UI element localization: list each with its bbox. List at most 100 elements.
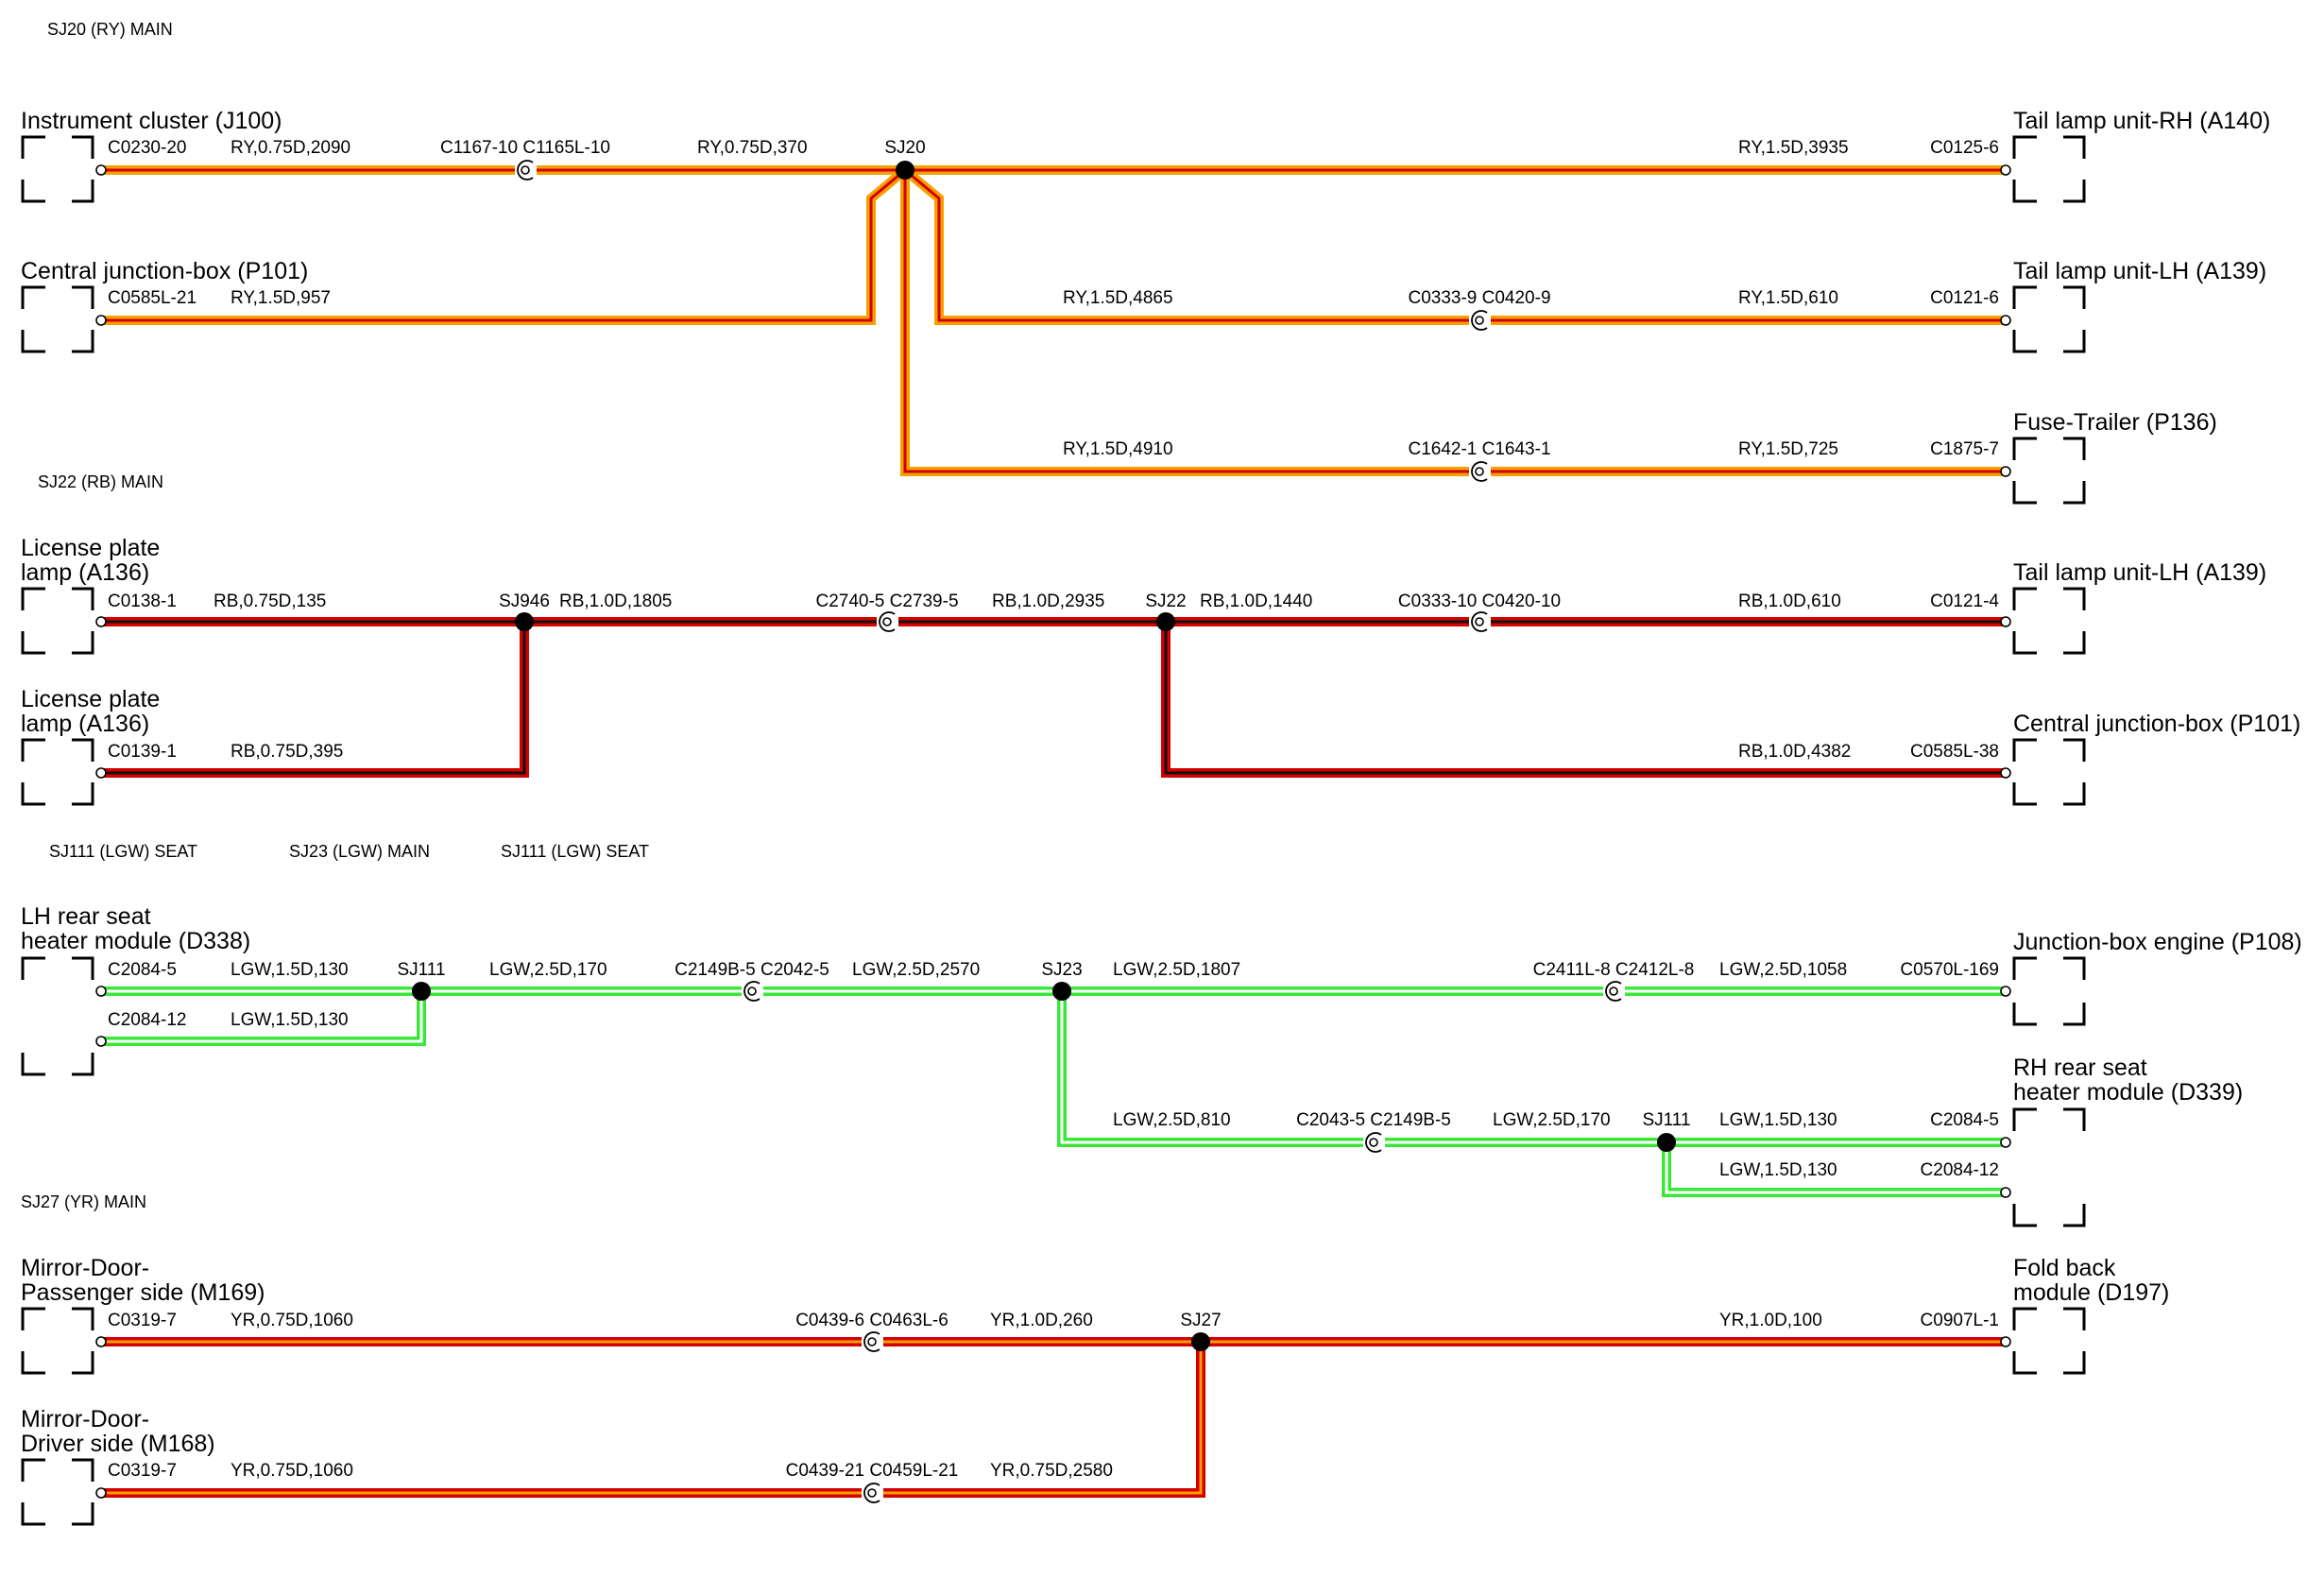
connector-pin-label: C0319-7 [108,1311,177,1330]
connector-pin-label: C0333-10 C0420-10 [1398,592,1561,611]
connector-pin-label: C0121-6 [1930,288,1999,308]
wire-spec-label: RB,1.0D,2935 [992,592,1104,611]
wire-core-stripe [904,168,1469,322]
connector-pin-label: C1642-1 C1643-1 [1408,439,1550,459]
wire-spec-label: LGW,1.5D,130 [231,960,349,980]
wire-spec-label: RB,0.75D,135 [214,592,326,611]
connector-pin-label: C2084-12 [108,1010,186,1030]
connector-pin-label: C2084-12 [1921,1160,1999,1180]
wire-RB,1.0D,4382 [1161,622,2003,778]
connector-pin-label: C0907L-1 [1921,1311,1999,1330]
connector-pin-label: C0139-1 [108,742,177,762]
wire-core-stripe [1060,991,1363,1144]
component-bracket-icon [21,285,107,353]
connector-pin-label: C2084-5 [1930,1110,1999,1130]
connector-pin-label: C0570L-169 [1900,960,1999,980]
component-label: Central junction-box (P101) [2013,711,2300,737]
wire-spec-label: LGW,1.5D,130 [1719,1110,1837,1130]
section-label-ry: SJ20 (RY) MAIN [47,20,173,39]
component-label: Junction-box engine (P108) [2013,929,2302,955]
section-label-yr: SJ27 (YR) MAIN [21,1192,146,1211]
wire-spec-label: RY,1.5D,4865 [1063,288,1173,308]
component-bracket-icon [2000,135,2086,203]
wire-core-stripe [1164,622,2003,775]
splice-dot-SJ23 [1052,982,1071,1001]
wire-spec-label: YR,1.0D,260 [990,1311,1093,1330]
connector-pin-label: C2084-5 [108,960,177,980]
connector-pin-label: C2740-5 C2739-5 [815,592,958,611]
wire-RY,1.5D,4865 [901,166,1469,325]
wire-spec-label: RY,1.5D,4910 [1063,439,1173,459]
component-bracket-icon [2000,587,2086,655]
wire-spec-label: LGW,2.5D,1058 [1719,960,1847,980]
wire-spec-label: LGW,2.5D,1807 [1113,960,1240,980]
connector-pin-label: C2411L-8 C2412L-8 [1533,960,1695,980]
wire-core-stripe [104,168,906,322]
connector-pin-label: C0439-21 C0459L-21 [786,1461,959,1481]
splice-dot-SJ20 [896,161,914,180]
splice-label: SJ27 [1180,1311,1221,1330]
wire-spec-label: RY,1.5D,610 [1738,288,1838,308]
connector-pin-label: C1875-7 [1930,439,1999,459]
splice-dot-SJ27 [1191,1332,1210,1351]
wire-spec-label: LGW,2.5D,170 [489,960,607,980]
component-bracket-icon [2000,738,2086,806]
wire-spec-label: LGW,2.5D,170 [1493,1110,1611,1130]
wires-layer [104,165,2003,1498]
inline-connectors [517,160,1622,1503]
component-bracket-icon [2000,437,2086,505]
splices [412,161,1676,1351]
connector-pin-label: C2043-5 C2149B-5 [1296,1110,1451,1130]
component-bracket-icon [2000,1307,2086,1375]
splice-dot-SJ22 [1156,612,1175,631]
component-bracket-icon [21,956,107,1076]
inline-connector-icon [1471,310,1488,331]
component-label: Mirror-Door-Driver side (M168) [21,1406,215,1457]
inline-connector-icon [743,981,760,1002]
connector-pin-label: C0138-1 [108,592,177,611]
connector-pin-label: C0121-4 [1930,592,1999,611]
component-label: Central junction-box (P101) [21,258,308,284]
wire-RY,1.5D,957 [104,166,909,325]
inline-connector-icon [1471,611,1488,632]
component-bracket-icon [21,1458,107,1526]
component-label: Tail lamp unit-LH (A139) [2013,559,2266,586]
wire-spec-label: LGW,2.5D,2570 [852,960,980,980]
inline-connector-icon [517,160,534,180]
component-bracket-icon [21,135,107,203]
section-label-lgw-main: SJ23 (LGW) MAIN [289,842,430,861]
wire-spec-label: RY,1.5D,725 [1738,439,1838,459]
inline-connector-icon [863,1331,880,1352]
connector-pin-label: C1167-10 C1165L-10 [440,138,610,158]
wire-spec-label: LGW,1.5D,130 [1719,1160,1837,1180]
wire-spec-label: RY,0.75D,2090 [231,138,350,158]
wire-core-stripe [1665,1142,2003,1194]
wire-core-stripe [104,991,423,1043]
connector-pin-label: C0319-7 [108,1461,177,1481]
inline-connector-icon [1365,1132,1382,1153]
connector-pin-label: C0585L-21 [108,288,197,308]
wire-spec-label: RY,1.5D,957 [231,288,331,308]
component-label: Mirror-Door-Passenger side (M169) [21,1255,265,1306]
wire-spec-label: YR,0.75D,1060 [231,1311,353,1330]
wire-spec-label: RY,1.5D,3935 [1738,138,1849,158]
splice-label: SJ20 [884,138,925,158]
inline-connector-icon [879,611,896,632]
splice-dot-SJ111 [1657,1133,1676,1152]
connector-pin-label: C0585L-38 [1910,742,1999,762]
component-label: Fuse-Trailer (P136) [2013,409,2217,436]
wire-spec-label: YR,0.75D,1060 [231,1461,353,1481]
component-bracket-icon [2000,285,2086,353]
wire-spec-label: YR,1.0D,100 [1719,1311,1822,1330]
connector-pin-label: C0125-6 [1930,138,1999,158]
component-label: Instrument cluster (J100) [21,108,282,134]
section-label-lgw-seat: SJ111 (LGW) SEAT [501,842,649,861]
wire-spec-label: LGW,2.5D,810 [1113,1110,1231,1130]
connector-pin-label: C0333-9 C0420-9 [1408,288,1550,308]
wire-core-stripe [903,170,1469,473]
connector-pin-label: C0230-20 [108,138,186,158]
